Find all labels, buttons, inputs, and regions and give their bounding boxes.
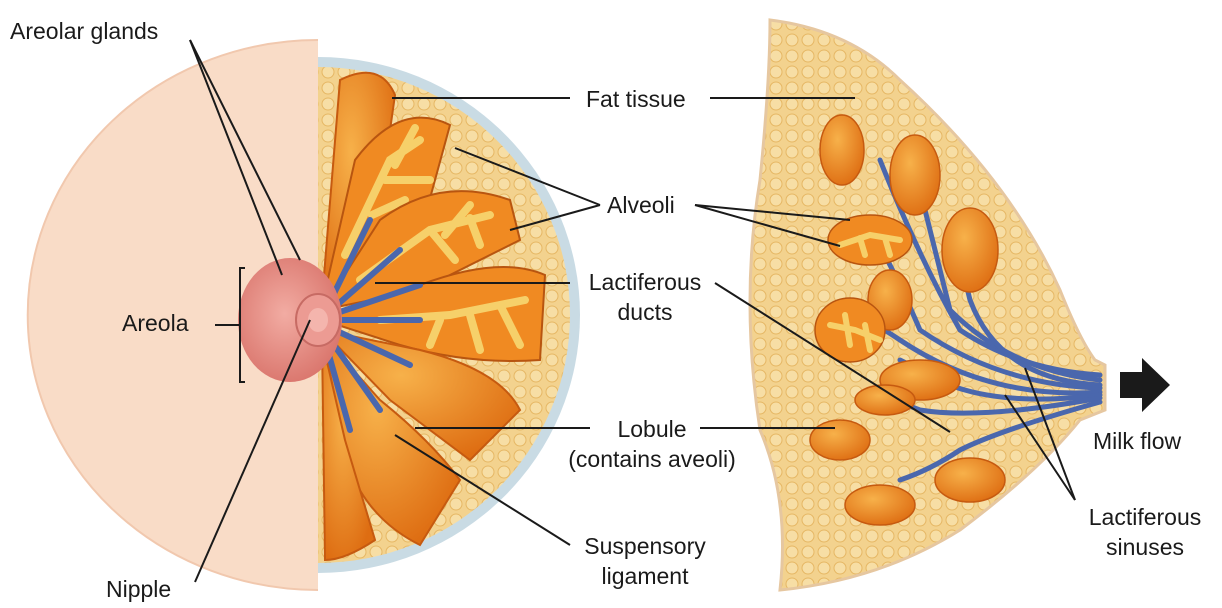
label-lactiferous-sinuses: Lactiferous sinuses xyxy=(1075,502,1215,563)
label-alveoli: Alveoli xyxy=(607,190,675,220)
label-lobule-line2: (contains aveoli) xyxy=(554,444,750,474)
side-breast-body xyxy=(750,20,1105,590)
label-lobule-line1: Lobule xyxy=(554,414,750,444)
label-lactiferous-ducts-line1: Lactiferous xyxy=(576,267,714,297)
label-lactiferous-ducts-line2: ducts xyxy=(576,297,714,327)
label-nipple: Nipple xyxy=(106,574,171,604)
label-milk-flow: Milk flow xyxy=(1093,426,1181,456)
front-view xyxy=(28,40,580,590)
label-lactiferous-ducts: Lactiferous ducts xyxy=(576,267,714,328)
label-suspensory-line2: ligament xyxy=(570,561,720,591)
label-fat-tissue: Fat tissue xyxy=(586,84,686,114)
milk-flow-arrow xyxy=(1120,358,1170,412)
label-suspensory-ligament: Suspensory ligament xyxy=(570,531,720,592)
label-suspensory-line1: Suspensory xyxy=(570,531,720,561)
label-lactiferous-sinuses-line1: Lactiferous xyxy=(1075,502,1215,532)
label-lobule: Lobule (contains aveoli) xyxy=(554,414,750,475)
label-areolar-glands: Areolar glands xyxy=(10,16,158,46)
label-lactiferous-sinuses-line2: sinuses xyxy=(1075,532,1215,562)
label-areola: Areola xyxy=(122,308,188,338)
